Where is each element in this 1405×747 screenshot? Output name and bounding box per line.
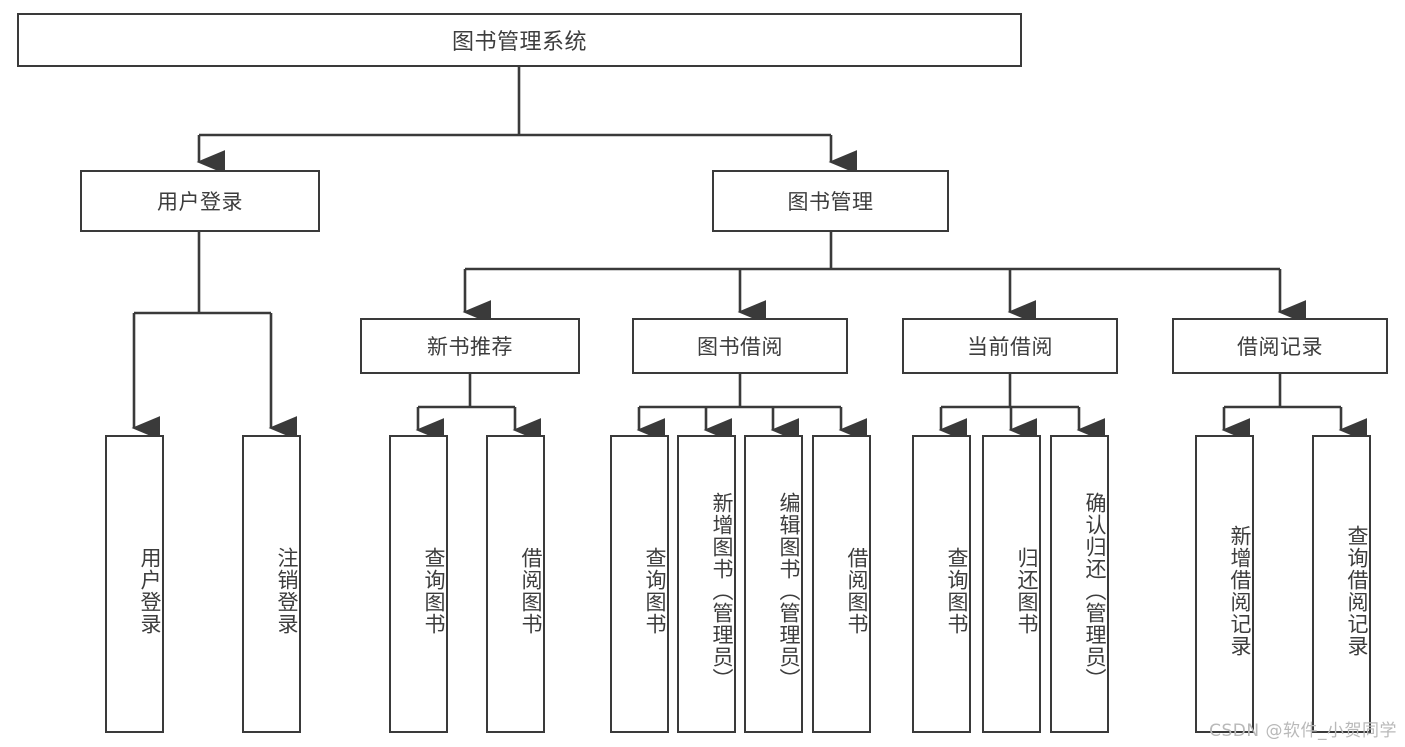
leaf-query-book-1-label: 查询图书 [422, 547, 446, 635]
node-book-borrow-label: 图书借阅 [697, 335, 783, 359]
leaf-borrow-book-1[interactable]: 借阅图书 [486, 435, 545, 733]
node-root[interactable]: 图书管理系统 [17, 13, 1022, 67]
leaf-add-record[interactable]: 新增借阅记录 [1195, 435, 1254, 733]
node-user-login[interactable]: 用户登录 [80, 170, 320, 232]
leaf-edit-book[interactable]: 编辑图书（管理员） [744, 435, 803, 733]
node-current-borrow[interactable]: 当前借阅 [902, 318, 1118, 374]
leaf-borrow-book-1-label: 借阅图书 [519, 547, 543, 635]
leaf-query-book-3[interactable]: 查询图书 [912, 435, 971, 733]
leaf-borrow-book-2[interactable]: 借阅图书 [812, 435, 871, 733]
node-new-book-recommend[interactable]: 新书推荐 [360, 318, 580, 374]
leaf-borrow-book-2-label: 借阅图书 [845, 547, 869, 635]
node-borrow-record-label: 借阅记录 [1237, 335, 1323, 359]
leaf-return-book[interactable]: 归还图书 [982, 435, 1041, 733]
leaf-query-book-3-label: 查询图书 [945, 547, 969, 635]
leaf-confirm-return-label: 确认归还（管理员） [1083, 492, 1107, 690]
node-current-borrow-label: 当前借阅 [967, 335, 1053, 359]
leaf-query-book-2-label: 查询图书 [643, 547, 667, 635]
leaf-query-record[interactable]: 查询借阅记录 [1312, 435, 1371, 733]
node-root-label: 图书管理系统 [451, 30, 587, 55]
leaf-add-record-label: 新增借阅记录 [1228, 525, 1252, 657]
leaf-user-login-label: 用户登录 [138, 547, 162, 635]
node-user-login-label: 用户登录 [157, 190, 243, 214]
leaf-return-book-label: 归还图书 [1015, 547, 1039, 635]
leaf-confirm-return[interactable]: 确认归还（管理员） [1050, 435, 1109, 733]
leaf-add-book[interactable]: 新增图书（管理员） [677, 435, 736, 733]
node-new-book-recommend-label: 新书推荐 [427, 335, 513, 359]
node-book-manage-label: 图书管理 [787, 190, 874, 214]
node-book-manage[interactable]: 图书管理 [712, 170, 949, 232]
watermark: CSDN @软件_小贺同学 [1209, 721, 1397, 741]
leaf-query-record-label: 查询借阅记录 [1345, 525, 1369, 657]
leaf-query-book-1[interactable]: 查询图书 [389, 435, 448, 733]
node-book-borrow[interactable]: 图书借阅 [632, 318, 848, 374]
leaf-query-book-2[interactable]: 查询图书 [610, 435, 669, 733]
node-borrow-record[interactable]: 借阅记录 [1172, 318, 1388, 374]
leaf-user-login[interactable]: 用户登录 [105, 435, 164, 733]
leaf-logout-login-label: 注销登录 [275, 547, 299, 635]
leaf-edit-book-label: 编辑图书（管理员） [777, 492, 801, 690]
leaf-add-book-label: 新增图书（管理员） [710, 492, 734, 690]
leaf-logout-login[interactable]: 注销登录 [242, 435, 301, 733]
